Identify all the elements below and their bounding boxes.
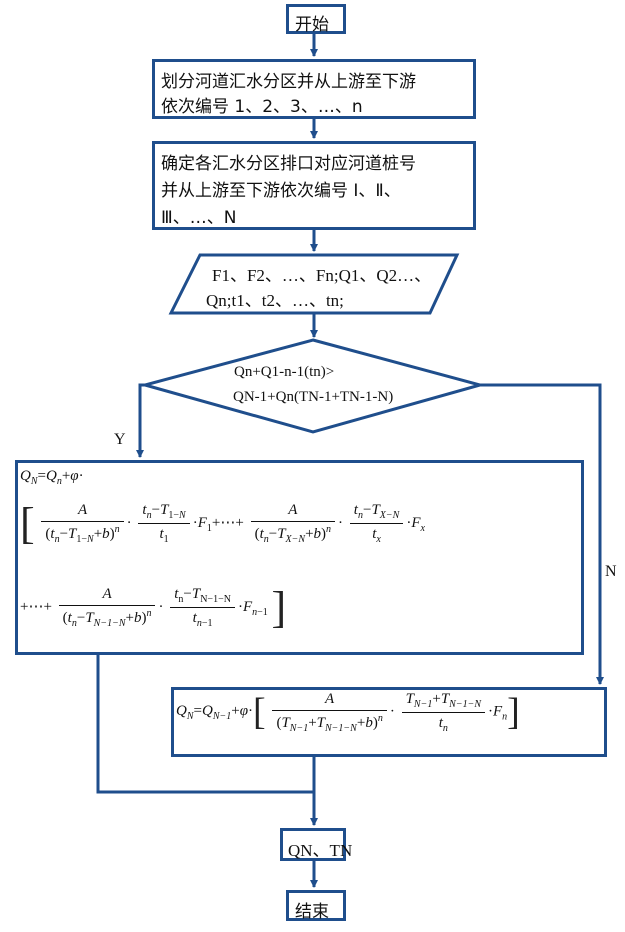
step2-line1: 确定各汇水分区排口对应河道桩号 xyxy=(161,154,416,174)
input-line2: Qn;t1、t2、…、tn; xyxy=(206,291,344,310)
no-label: N xyxy=(605,563,617,580)
yes-label: Y xyxy=(114,431,126,448)
step1-line1: 划分河道汇水分区并从上游至下游 xyxy=(161,72,416,92)
input-parallelogram xyxy=(168,253,460,315)
start-box: 开始 xyxy=(286,4,346,35)
decision-diamond xyxy=(139,338,486,434)
connector-left-merge xyxy=(96,655,314,794)
end-label: 结束 xyxy=(295,902,329,922)
output-box: QN、TN xyxy=(280,828,352,861)
formula-no: QN=QN−1+φ·[ A(TN−1+TN−1−N+b)n· TN−1+TN−1… xyxy=(176,690,520,734)
step2-box: 确定各汇水分区排口对应河道桩号 并从上游至下游依次编号 Ⅰ、Ⅱ、 Ⅲ、…、N xyxy=(152,141,476,230)
decision-line1: Qn+Q1-n-1(tn)> xyxy=(234,364,335,380)
step1-box: 划分河道汇水分区并从上游至下游 依次编号 1、2、3、…、n xyxy=(152,59,476,119)
formula-no-box xyxy=(171,687,607,757)
formula-yes-box xyxy=(15,460,584,655)
output-label: QN、TN xyxy=(288,841,353,860)
step1-line2: 依次编号 1、2、3、…、n xyxy=(161,97,363,117)
arrow-yes-branch xyxy=(136,383,145,458)
input-line1: F1、F2、…、Fn;Q1、Q2…、 xyxy=(212,266,432,285)
decision-line2: QN-1+Qn(TN-1+TN-1-N) xyxy=(233,389,394,405)
start-label: 开始 xyxy=(295,15,329,35)
step2-line2: 并从上游至下游依次编号 Ⅰ、Ⅱ、 xyxy=(161,181,401,201)
step2-line3: Ⅲ、…、N xyxy=(161,208,237,228)
end-box: 结束 xyxy=(286,890,346,922)
arrow-no-branch xyxy=(480,383,604,685)
